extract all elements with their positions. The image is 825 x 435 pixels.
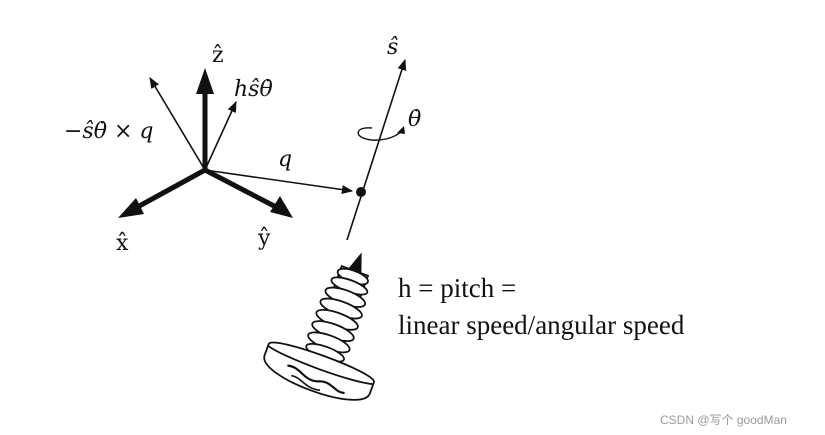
coordinate-frame [118, 68, 293, 218]
z-axis-label: ẑ [212, 43, 224, 68]
screw-axis [346, 58, 407, 241]
screw-slot [287, 364, 345, 394]
velocity-vectors [149, 77, 354, 195]
screw-threads [305, 267, 369, 363]
h-s-thetadot-label: hŝθ̇ [234, 77, 273, 102]
screw-illustration [263, 252, 375, 401]
x-axis-label: x̂ [116, 231, 129, 256]
s-hat-label: ŝ [387, 35, 398, 60]
q-vector [204, 169, 354, 195]
z-axis-arrowhead [196, 68, 214, 94]
neg-s-thetadot-cross-q-label: −ŝθ̇ × q [64, 119, 153, 144]
watermark: CSDN @写个 goodMan [660, 413, 787, 427]
y-axis-arrowhead [270, 196, 293, 218]
theta-dot-label: θ̇ [408, 107, 421, 132]
x-axis-arrowhead [118, 198, 144, 218]
rotation-arrow [357, 127, 403, 141]
point-on-axis [356, 187, 366, 197]
h-s-thetadot-vector [204, 100, 237, 171]
caption-line-2: linear speed/angular speed [398, 310, 685, 340]
screw-head [263, 341, 375, 401]
q-label: q [278, 147, 292, 172]
neg-s-thetadot-cross-q-vector [149, 77, 206, 171]
y-axis-label: ŷ [257, 226, 271, 251]
caption-line-1: h = pitch = [398, 273, 516, 303]
